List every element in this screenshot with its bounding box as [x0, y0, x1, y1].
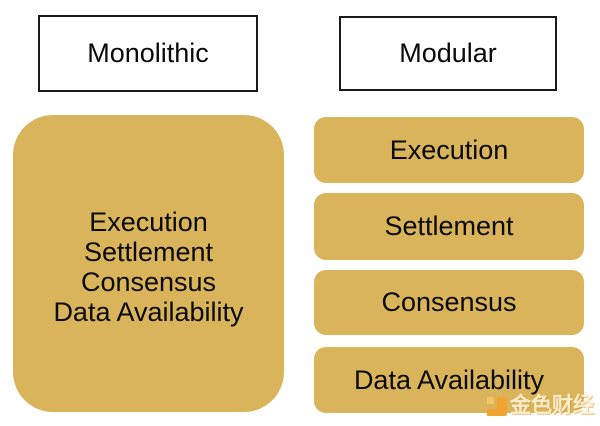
modular-layer-box-execution: Execution — [314, 117, 584, 183]
logo-bar-foot — [487, 409, 499, 416]
modular-header-label: Modular — [399, 38, 497, 68]
modular-layer-box-data-availability: Data Availability — [314, 347, 584, 413]
monolithic-layer-settlement: Settlement — [83, 236, 214, 267]
watermark-brand-text: 金色财经 — [510, 394, 594, 417]
logo-square-small — [487, 397, 494, 404]
logo-bar-vertical — [497, 397, 507, 416]
monolithic-layer-data-availability: Data Availability — [53, 296, 244, 327]
monolithic-stack-block: Execution Settlement Consensus Data Avai… — [13, 115, 284, 412]
modular-layer-box-consensus: Consensus — [314, 270, 584, 335]
modular-layer-box-settlement: Settlement — [314, 193, 584, 260]
monolithic-layer-consensus: Consensus — [80, 266, 217, 297]
monolithic-layer-execution: Execution — [89, 206, 208, 237]
modular-layer-label: Data Availability — [353, 364, 545, 395]
monolithic-header-label: Monolithic — [87, 38, 209, 68]
modular-header-box: Modular — [339, 16, 557, 91]
watermark-jinse-finance: 金色财经 — [485, 393, 597, 419]
monolithic-header-box: Monolithic — [38, 15, 258, 92]
modular-layer-label: Settlement — [384, 211, 514, 241]
modular-layer-label: Execution — [389, 134, 509, 165]
modular-layer-label: Consensus — [381, 287, 517, 317]
jinse-squares-logo-icon — [485, 395, 508, 417]
